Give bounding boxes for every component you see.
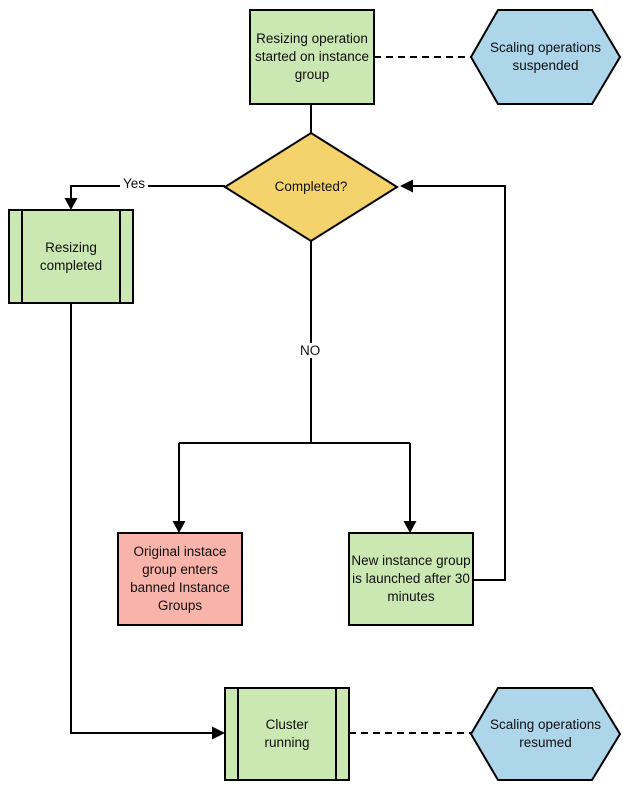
node-cluster-running-body: [224, 687, 350, 781]
node-cluster-running: [224, 687, 350, 781]
node-start: [249, 9, 375, 105]
node-decision: [223, 131, 399, 243]
node-resumed: [469, 687, 622, 781]
node-resizing-completed: [8, 209, 134, 304]
node-suspended: [469, 9, 622, 105]
arrowhead-yes: [64, 198, 78, 210]
node-banned-group: [117, 532, 243, 626]
connector-decision-yes: [70, 185, 225, 199]
arrowhead-banned: [172, 521, 186, 533]
node-new-group: [348, 532, 474, 626]
arrowhead-loop-to-decision: [400, 179, 413, 193]
arrowhead-new-group: [403, 521, 417, 533]
connector-new-group-to-decision: [412, 185, 506, 581]
node-resizing-completed-body: [8, 209, 134, 304]
connector-resizing-to-cluster: [70, 303, 212, 734]
arrowhead-cluster: [212, 726, 225, 740]
